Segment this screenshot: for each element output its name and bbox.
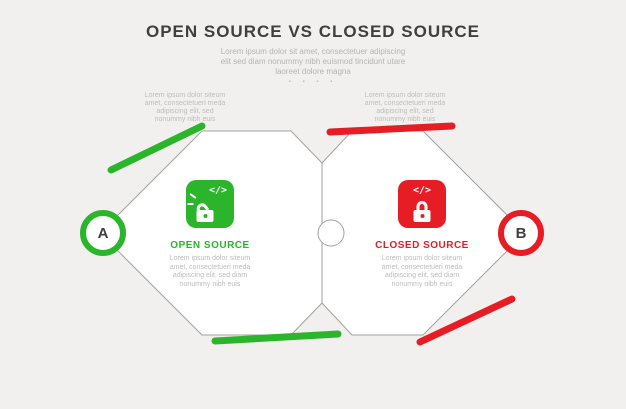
open-source-icon: </> xyxy=(186,180,234,228)
open-source-label: OPEN SOURCE xyxy=(170,240,250,251)
unlock-body xyxy=(196,210,214,222)
left-accent-bottom-stroke xyxy=(211,330,342,345)
badge-b: B xyxy=(498,210,544,256)
page-title: OPEN SOURCE VS CLOSED SOURCE xyxy=(145,22,481,41)
lock-body xyxy=(413,210,431,222)
puzzle-connector xyxy=(317,219,345,247)
code-icon: </> xyxy=(412,185,432,196)
left-accent-top-stroke xyxy=(107,122,206,174)
closed-source-label: CLOSED SOURCE xyxy=(375,240,469,251)
badge-a: A xyxy=(80,210,126,256)
open-source-description: Lorem ipsum dolor siteum amet, consectet… xyxy=(169,255,251,288)
closed-source-description: Lorem ipsum dolor siteum amet, consectet… xyxy=(381,255,463,288)
page-subtitle: Lorem ipsum dolor sit amet, consectetuer… xyxy=(220,47,406,76)
right-accent-top-stroke xyxy=(326,122,456,136)
pagination-dots: ▪ ▪ ▪ ▪ xyxy=(288,79,338,85)
right-caption: Lorem ipsum dolor siteum amet, consectet… xyxy=(364,92,446,123)
unlock-icon xyxy=(187,201,214,222)
left-caption: Lorem ipsum dolor siteum amet, consectet… xyxy=(144,92,226,123)
lock-shackle xyxy=(416,201,428,211)
right-accent-bottom-stroke xyxy=(416,295,516,346)
lock-icon xyxy=(413,201,431,222)
code-icon: </> xyxy=(208,185,227,196)
closed-source-icon: </> xyxy=(398,180,446,228)
